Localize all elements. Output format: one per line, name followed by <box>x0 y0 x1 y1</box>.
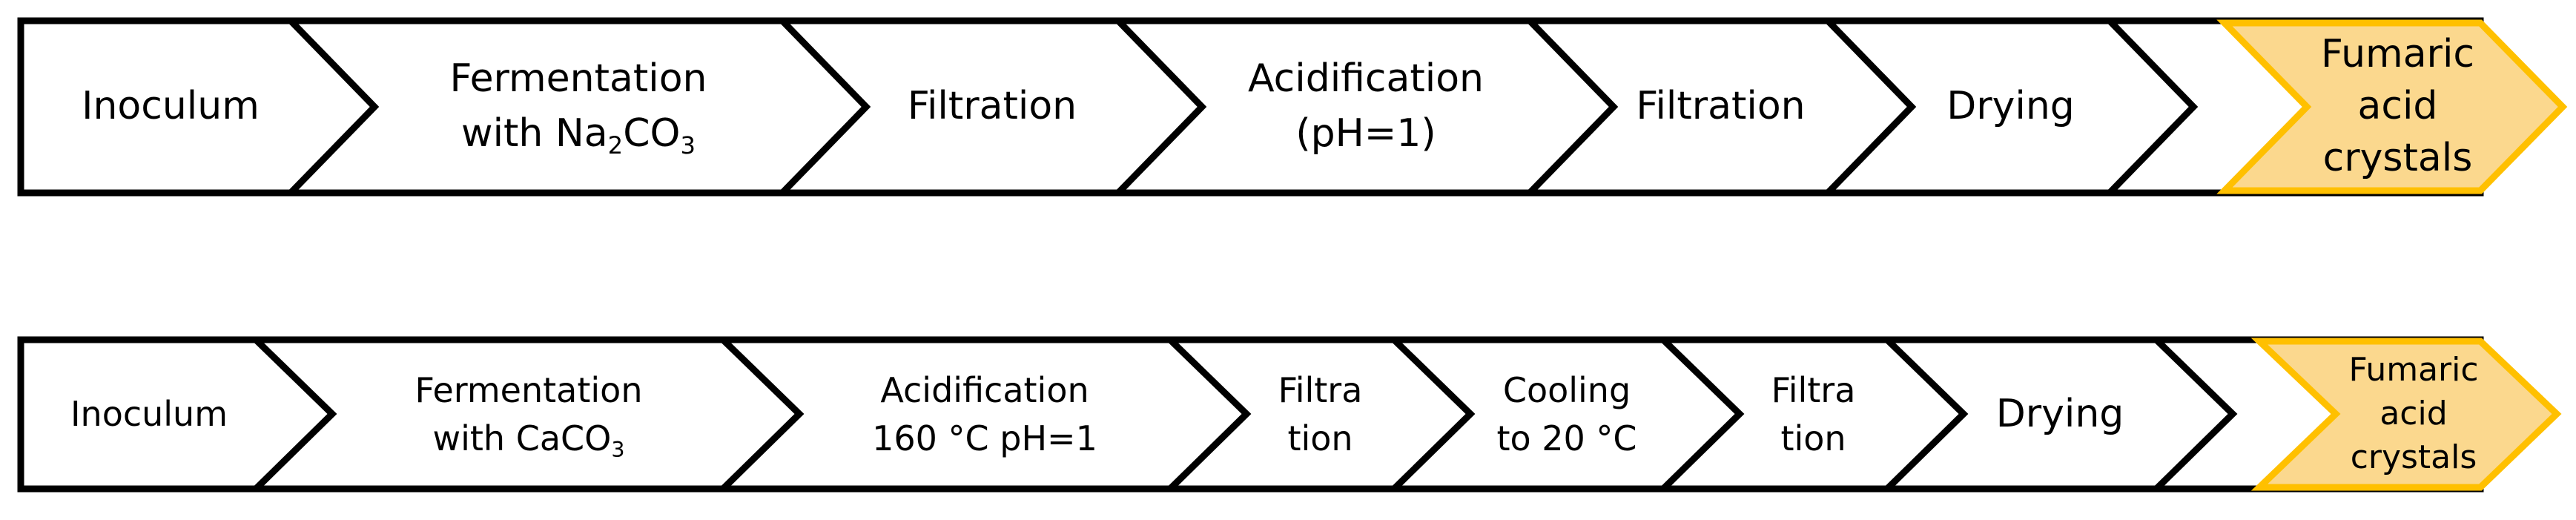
row1-flow-band <box>17 17 2568 197</box>
row1-outline <box>17 17 2484 197</box>
row1-divider-1 <box>288 18 380 196</box>
row2-divider-2 <box>720 337 805 492</box>
row2-divider-1 <box>253 337 337 492</box>
row2-flow-band <box>17 336 2562 493</box>
row2-divider-3 <box>1167 337 1252 492</box>
row1-divider-4 <box>1527 18 1619 196</box>
row1-terminal-chevron <box>2216 19 2568 194</box>
row2-divider-7 <box>2153 337 2238 492</box>
row2-divider-4 <box>1391 337 1476 492</box>
row2-divider-6 <box>1884 337 1969 492</box>
row2-terminal-chevron <box>2250 338 2562 491</box>
row1-divider-5 <box>1825 18 1917 196</box>
row1-divider-3 <box>1115 18 1207 196</box>
row1-divider-6 <box>2107 18 2199 196</box>
row1-divider-2 <box>779 18 871 196</box>
row2-divider-5 <box>1660 337 1745 492</box>
